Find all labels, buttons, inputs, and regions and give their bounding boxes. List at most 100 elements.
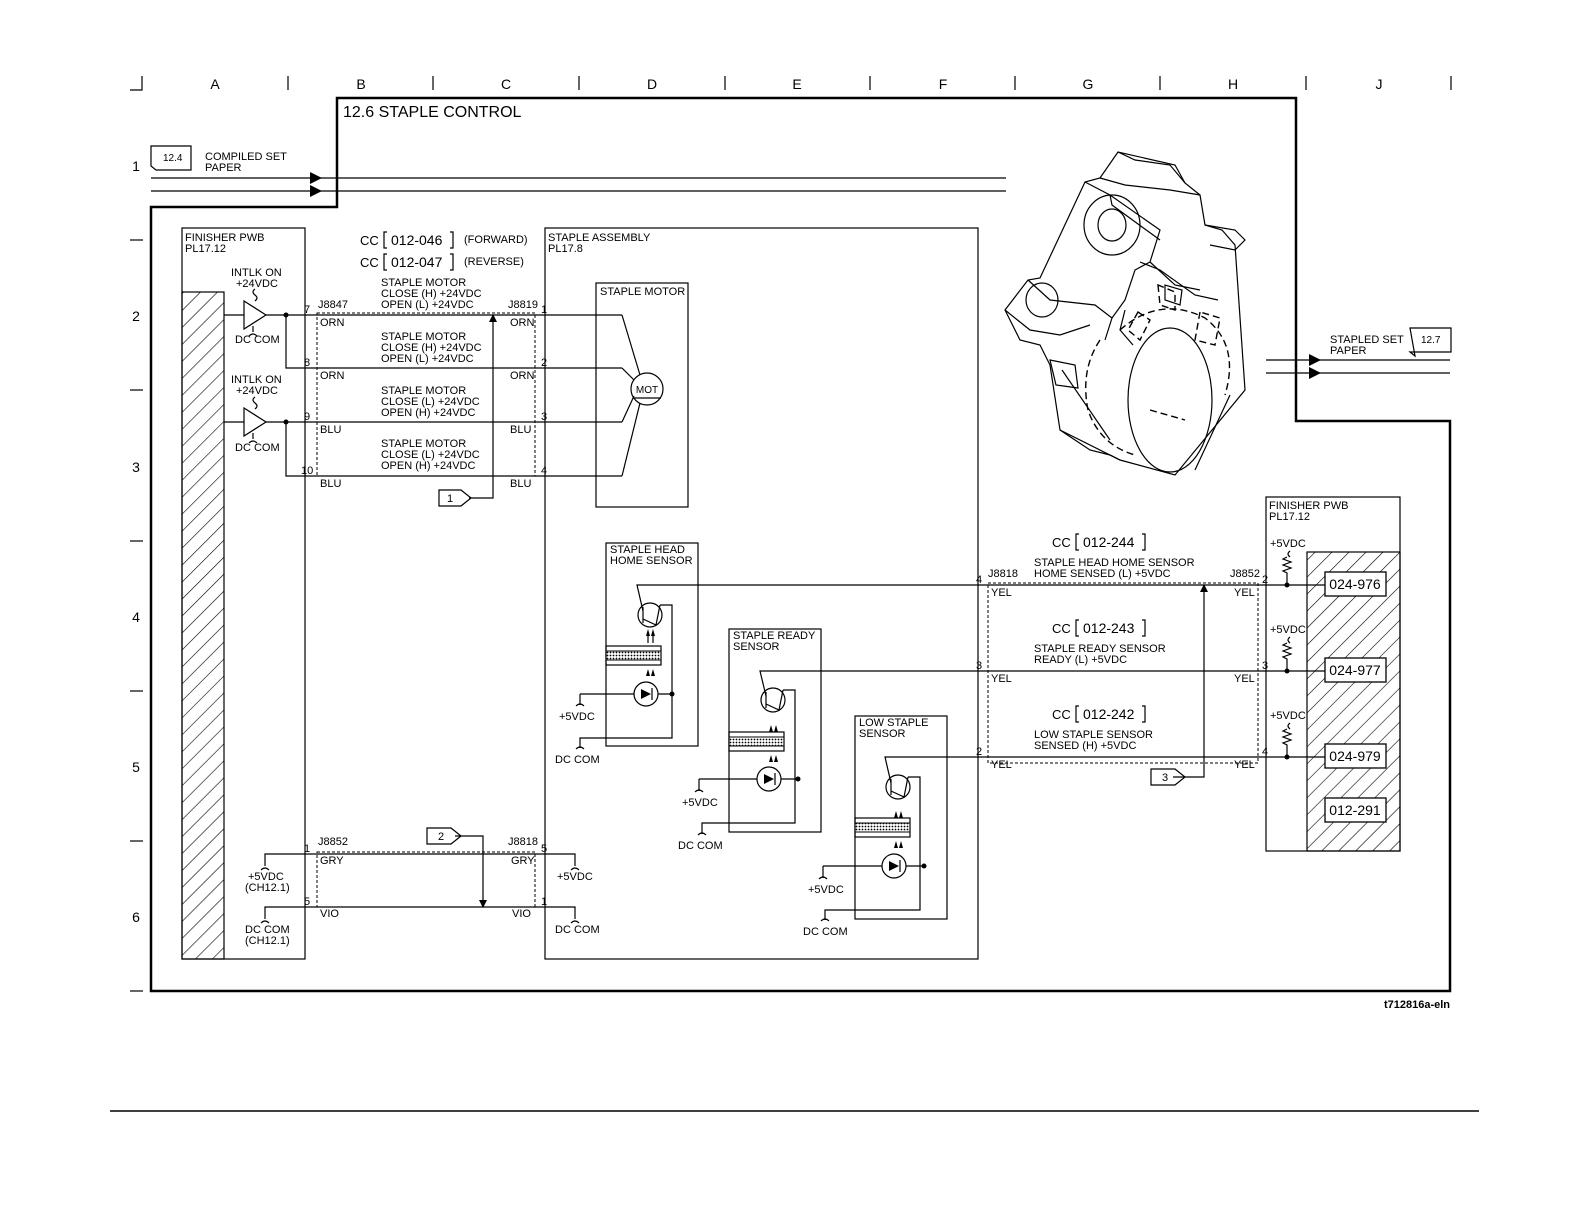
motor-cc-codes: CC 012-046 (FORWARD) CC 012-047 (REVERSE… — [360, 231, 528, 271]
wire-color: GRY — [511, 855, 535, 867]
fault-code-box: 024-979 — [1329, 748, 1381, 764]
wire-color: VIO — [320, 908, 339, 920]
chain-border — [149, 96, 1452, 993]
power-harness: J8852 J8818 1 5 GRY GRY 5 1 VIO VIO +5VD… — [245, 827, 600, 947]
wire-color: YEL — [1234, 759, 1255, 771]
staple-assembly: STAPLE ASSEMBLY PL17.8 — [544, 227, 979, 960]
offpage-in-ref: 12.4 — [163, 153, 183, 164]
connector-id: J8819 — [508, 299, 538, 311]
sensor-name: SENSOR — [859, 728, 906, 740]
row-ruler: 1 2 3 4 5 6 — [130, 158, 143, 992]
column-label: A — [210, 76, 220, 92]
fault-code-box: 024-976 — [1329, 576, 1381, 592]
connector-id: J8847 — [318, 299, 348, 311]
connector-id: J8818 — [988, 568, 1018, 580]
staple-assembly-pl: PL17.8 — [548, 243, 583, 255]
pullup-vcc: +5VDC — [1270, 624, 1306, 636]
interlock-switch-1: INTLK ON +24VDC DC COM — [224, 267, 305, 369]
pullup-vcc: +5VDC — [1270, 710, 1306, 722]
connector-id: J8852 — [318, 836, 348, 848]
pin-number: 2 — [976, 746, 982, 758]
finisher-pwb-right-name: FINISHER PWB — [1269, 500, 1348, 512]
column-label: G — [1083, 76, 1094, 92]
pin-number: 10 — [301, 465, 313, 477]
pin-number: 1 — [541, 304, 547, 316]
signal-label: CLOSE (L) +24VDC — [381, 396, 480, 408]
power-label: (CH12.1) — [245, 935, 290, 947]
sensor-vcc: +5VDC — [808, 884, 844, 896]
signal-label: STAPLE MOTOR — [381, 277, 466, 289]
wire-color: YEL — [991, 673, 1012, 685]
pin-number: 3 — [541, 411, 547, 423]
interlock-switch-2: INTLK ON +24VDC DC COM — [224, 374, 305, 477]
figure-id: t712816a-eln — [1384, 999, 1450, 1011]
pin-number: 3 — [1262, 660, 1268, 672]
interlock-voltage: +24VDC — [236, 278, 278, 290]
cc-prefix: CC — [360, 255, 379, 270]
pin-number: 5 — [304, 896, 310, 908]
pin-number: 9 — [304, 411, 310, 423]
signal-label: STAPLE HEAD HOME SENSOR — [1034, 557, 1195, 569]
cc-code: 012-047 — [391, 254, 443, 270]
fault-code-box: 012-291 — [1329, 802, 1381, 818]
cc-prefix: CC — [1052, 535, 1071, 550]
power-label: +5VDC — [248, 871, 284, 883]
finisher-pwb-right: FINISHER PWB PL17.12 +5VDC +5VDC +5VDC 0… — [1265, 496, 1401, 852]
row-label: 5 — [132, 759, 140, 775]
cc-code: 012-046 — [391, 232, 443, 248]
column-label: J — [1376, 76, 1383, 92]
wire-color: ORN — [510, 370, 535, 382]
wire-color: BLU — [510, 424, 531, 436]
column-ruler: A B C D E F G H J — [130, 76, 1452, 92]
signal-label: OPEN (H) +24VDC — [381, 407, 475, 419]
pin-number: 8 — [304, 357, 310, 369]
signal-label: STAPLE MOTOR — [381, 331, 466, 343]
pin-number: 4 — [541, 465, 547, 477]
sensor-name: SENSOR — [733, 641, 780, 653]
signal-label: OPEN (H) +24VDC — [381, 460, 475, 472]
sensor-com: DC COM — [555, 754, 600, 766]
sensor-harness: J8818 J8852 CC 012-244 STAPLE HEAD HOME … — [976, 533, 1268, 786]
cc-prefix: CC — [360, 233, 379, 248]
interlock-com: DC COM — [235, 442, 280, 454]
finisher-pwb-left-pl: PL17.12 — [185, 243, 226, 255]
column-label: H — [1228, 76, 1238, 92]
column-label: B — [356, 76, 365, 92]
column-label: E — [792, 76, 801, 92]
pin-number: 5 — [541, 843, 547, 855]
signal-label: STAPLE READY SENSOR — [1034, 643, 1166, 655]
wire-color: GRY — [320, 855, 344, 867]
finisher-pwb-left: FINISHER PWB PL17.12 — [181, 227, 306, 960]
pin-number: 2 — [541, 357, 547, 369]
interlock-com: DC COM — [235, 334, 280, 346]
row-label: 6 — [132, 909, 140, 925]
staple-head-home-sensor: STAPLE HEAD HOME SENSOR +5VDC DC COM — [555, 542, 983, 766]
finisher-pwb-right-pl: PL17.12 — [1269, 511, 1310, 523]
cc-code: 012-244 — [1083, 534, 1135, 550]
pin-number: 3 — [976, 660, 982, 672]
offpage-in-reference: 12.4 COMPILED SET PAPER — [150, 145, 287, 174]
signal-label: CLOSE (H) +24VDC — [381, 342, 482, 354]
offpage-out-ref: 12.7 — [1421, 335, 1441, 346]
cc-note: (REVERSE) — [464, 256, 524, 268]
sensor-name: LOW STAPLE — [859, 717, 928, 729]
finisher-pwb-left-name: FINISHER PWB — [185, 232, 264, 244]
motor-symbol: MOT — [636, 385, 658, 396]
wire-color: BLU — [320, 424, 341, 436]
signal-label: OPEN (L) +24VDC — [381, 353, 474, 365]
sensor-com: DC COM — [803, 926, 848, 938]
signal-label: CLOSE (H) +24VDC — [381, 288, 482, 300]
low-staple-sensor: LOW STAPLE SENSOR +5VDC DC COM — [803, 715, 983, 938]
cc-code: 012-243 — [1083, 620, 1135, 636]
wire-color: ORN — [510, 317, 535, 329]
interlock-label: INTLK ON — [231, 267, 282, 279]
pin-number: 2 — [1262, 574, 1268, 586]
power-label: DC COM — [555, 924, 600, 936]
pin-number: 4 — [1262, 746, 1268, 758]
sensor-vcc: +5VDC — [559, 711, 595, 723]
cc-prefix: CC — [1052, 621, 1071, 636]
staple-assembly-name: STAPLE ASSEMBLY — [548, 232, 651, 244]
test-point-flag: 1 — [447, 493, 453, 505]
offpage-out-label: STAPLED SET — [1330, 334, 1404, 346]
